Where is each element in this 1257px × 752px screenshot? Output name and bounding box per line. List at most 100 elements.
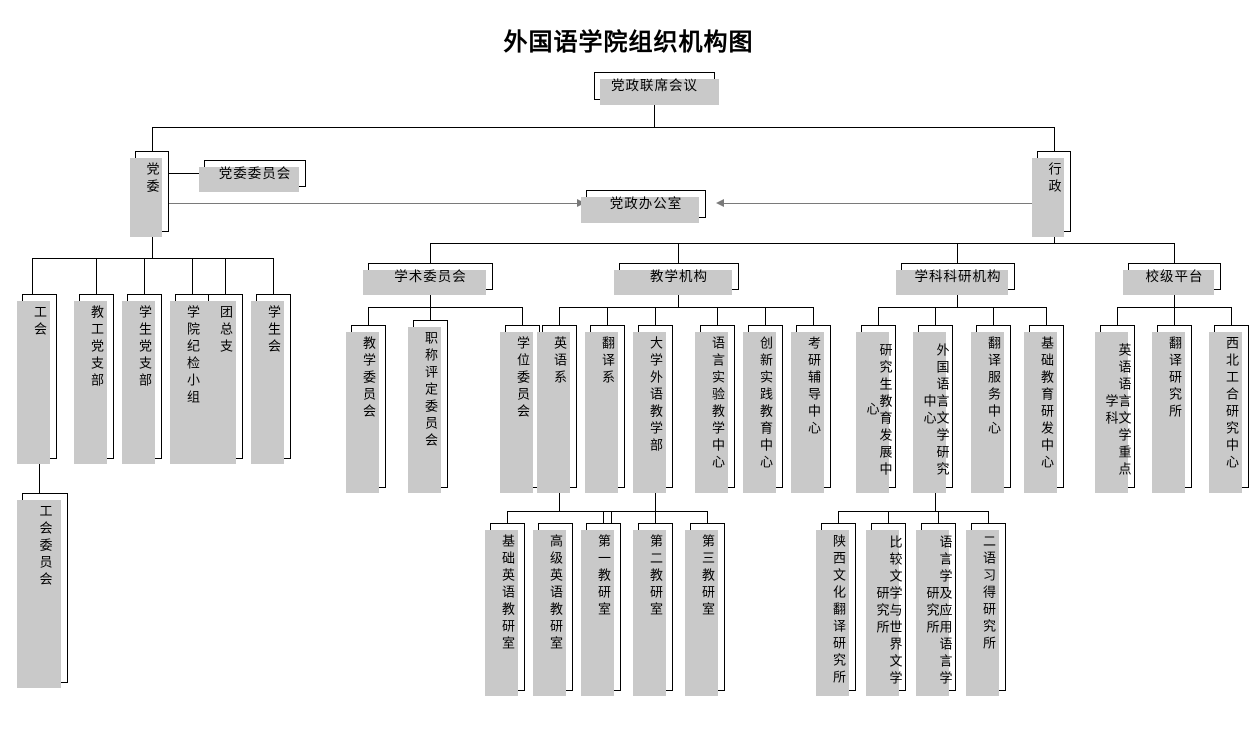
connector-root-stem — [654, 100, 656, 127]
node-academic-child-2[interactable]: 学位委员会 — [500, 325, 540, 493]
connector-teaching-child-0 — [559, 307, 561, 325]
node-label: 翻译研究所 — [1167, 336, 1182, 421]
node-label: 比较文学与世界文学研究所 — [874, 534, 903, 688]
connector-cfl-dept-child-0 — [603, 511, 605, 523]
node-flr-center-child-0[interactable]: 陕西文化翻译研究所 — [816, 523, 856, 696]
connector-flr-center-child-2 — [938, 511, 940, 523]
connector-research-child-3 — [1046, 307, 1048, 325]
node-label: 第二教研室 — [648, 534, 663, 619]
node-party-child-0[interactable]: 工会 — [17, 294, 57, 464]
node-research-child-0[interactable]: 研究生教育发展中心 — [856, 325, 896, 493]
node-label: 工会委员会 — [37, 504, 53, 589]
node-label: 高级英语教研室 — [548, 534, 563, 653]
node-teaching-child-0[interactable]: 英语系 — [537, 325, 577, 493]
node-party[interactable]: 党委 — [130, 151, 169, 237]
connector-admin-to-office — [724, 203, 1037, 205]
node-office[interactable]: 党政办公室 — [581, 190, 706, 223]
node-party-child-5[interactable]: 学生会 — [251, 294, 291, 464]
node-party-child-1[interactable]: 教工党支部 — [74, 294, 114, 464]
arrow-admin-to-office-icon — [716, 199, 724, 207]
connector-english-dept-down — [559, 488, 561, 511]
connector-flr-center-bus — [838, 511, 988, 513]
group-research[interactable]: 学科科研机构 — [896, 263, 1015, 295]
node-label: 第一教研室 — [596, 534, 611, 619]
node-label: 语言学及应用语言学研究所 — [924, 534, 953, 688]
connector-academic-child-2 — [522, 307, 524, 325]
connector-english-dept-child-0 — [507, 511, 509, 523]
node-teaching-child-4[interactable]: 创新实践教育中心 — [743, 325, 783, 493]
connector-platform-child-2 — [1231, 307, 1233, 325]
connector-teaching-bus — [559, 307, 813, 309]
node-teaching-child-1[interactable]: 翻译系 — [585, 325, 625, 493]
connector-root-right-drop — [1054, 127, 1056, 151]
connector-research-child-1 — [935, 307, 937, 325]
node-platform-child-0[interactable]: 英语语言文学重点学科 — [1095, 325, 1135, 493]
connector-group-academic — [430, 243, 432, 263]
node-label: 语言实验教学中心 — [710, 336, 725, 472]
group-label: 校级平台 — [1145, 268, 1204, 284]
node-flr-center-child-1[interactable]: 比较文学与世界文学研究所 — [866, 523, 906, 696]
connector-teaching-child-4 — [765, 307, 767, 325]
node-label: 职称评定委员会 — [423, 331, 438, 450]
connector-root-left-drop — [152, 127, 154, 151]
node-party-child-4[interactable]: 团总支 — [203, 294, 243, 464]
node-admin-label: 行政 — [1046, 162, 1062, 196]
connector-party-child-2 — [144, 258, 146, 294]
node-party-child-2[interactable]: 学生党支部 — [122, 294, 162, 464]
node-root[interactable]: 党政联席会议 — [594, 72, 719, 105]
connector-flr-center-down — [935, 488, 937, 511]
node-label: 翻译系 — [600, 336, 615, 387]
node-teaching-child-2[interactable]: 大学外语教学部 — [633, 325, 673, 493]
node-flr-center-child-2[interactable]: 语言学及应用语言学研究所 — [916, 523, 956, 696]
connector-party-to-committee — [169, 173, 204, 175]
group-platform[interactable]: 校级平台 — [1123, 263, 1221, 295]
connector-union-to-union-committee — [39, 459, 41, 493]
node-label: 基础英语教研室 — [500, 534, 515, 653]
node-party-committee[interactable]: 党委委员会 — [199, 160, 306, 192]
connector-flr-center-child-0 — [838, 511, 840, 523]
connector-flr-center-child-1 — [888, 511, 890, 523]
node-academic-child-0[interactable]: 教学委员会 — [346, 325, 386, 493]
node-cfl-dept-child-2[interactable]: 第三教研室 — [685, 523, 725, 696]
group-academic[interactable]: 学术委员会 — [363, 263, 493, 295]
connector-group-platform — [1174, 243, 1176, 263]
node-label: 工会 — [32, 305, 47, 339]
node-cfl-dept-child-1[interactable]: 第二教研室 — [633, 523, 673, 696]
node-platform-child-1[interactable]: 翻译研究所 — [1152, 325, 1192, 493]
node-label: 考研辅导中心 — [806, 336, 821, 438]
node-label: 学生会 — [266, 305, 281, 356]
node-english-dept-child-0[interactable]: 基础英语教研室 — [485, 523, 525, 696]
connector-party-to-office — [169, 203, 577, 205]
node-cfl-dept-child-0[interactable]: 第一教研室 — [581, 523, 621, 696]
connector-cfl-dept-child-1 — [655, 511, 657, 523]
node-teaching-child-5[interactable]: 考研辅导中心 — [791, 325, 831, 493]
node-research-child-2[interactable]: 翻译服务中心 — [971, 325, 1011, 493]
connector-research-child-2 — [993, 307, 995, 325]
group-teaching[interactable]: 教学机构 — [614, 263, 739, 295]
connector-research-bus — [878, 307, 1046, 309]
connector-english-dept-child-1 — [611, 511, 613, 523]
node-academic-child-1[interactable]: 职称评定委员会 — [408, 320, 448, 493]
connector-academic-child-0 — [368, 307, 370, 325]
node-teaching-child-3[interactable]: 语言实验教学中心 — [695, 325, 735, 493]
node-union-committee[interactable]: 工会委员会 — [17, 493, 68, 688]
connector-party-child-0 — [32, 258, 34, 294]
connector-teaching-child-5 — [813, 307, 815, 325]
node-flr-center-child-3[interactable]: 二语习得研究所 — [966, 523, 1006, 696]
node-label: 学位委员会 — [515, 336, 530, 421]
node-research-child-1[interactable]: 外国语言文学研究中心 — [913, 325, 953, 493]
page-title: 外国语学院组织机构图 — [503, 30, 754, 56]
group-label: 学术委员会 — [394, 268, 467, 284]
node-label: 西北工合研究中心 — [1224, 336, 1239, 472]
node-root-label: 党政联席会议 — [611, 78, 698, 94]
connector-admin-down — [1054, 232, 1056, 243]
node-admin[interactable]: 行政 — [1032, 151, 1071, 237]
connector-cfl-dept-child-2 — [707, 511, 709, 523]
connector-research-child-0 — [878, 307, 880, 325]
connector-platform-down — [1174, 290, 1176, 307]
node-english-dept-child-1[interactable]: 高级英语教研室 — [533, 523, 573, 696]
node-party-label: 党委 — [144, 162, 160, 196]
node-research-child-3[interactable]: 基础教育研发中心 — [1024, 325, 1064, 493]
node-platform-child-2[interactable]: 西北工合研究中心 — [1209, 325, 1249, 493]
